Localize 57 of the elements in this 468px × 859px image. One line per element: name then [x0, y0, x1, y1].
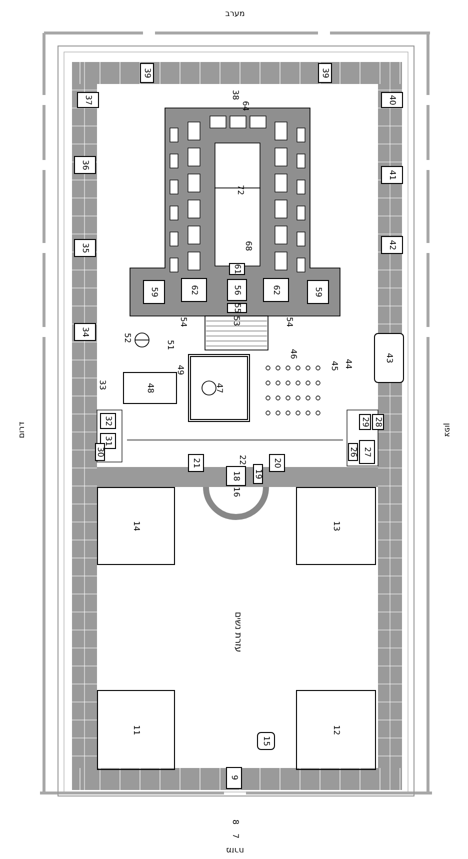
numbered-chamber: 19	[253, 464, 263, 484]
callout-number: 8	[231, 819, 239, 825]
gate-box: 15	[257, 732, 275, 750]
numbered-chamber: 21	[188, 454, 204, 472]
numbered-chamber: 20	[269, 454, 285, 472]
gate-box: 43	[374, 333, 404, 383]
callout-number: 33	[98, 380, 106, 390]
direction-label: דרום	[18, 422, 26, 438]
callout-number: 46	[289, 348, 297, 360]
numbered-chamber: 56	[227, 279, 247, 301]
numbered-chamber: 26	[348, 443, 358, 461]
numbered-room: 14	[97, 487, 175, 565]
callout-number: 22	[238, 454, 246, 466]
numbered-chamber: 29	[359, 414, 371, 430]
numbered-room: 13	[296, 487, 376, 565]
callout-number: 72	[236, 184, 244, 196]
callout-number: 49	[176, 364, 184, 376]
numbered-chamber: 34	[74, 323, 96, 341]
callout-number: 38	[231, 90, 239, 100]
callout-number: 54	[179, 316, 187, 328]
numbered-chamber: 9	[226, 767, 242, 789]
numbered-room: 47	[188, 354, 250, 422]
numbered-chamber: 35	[74, 239, 96, 257]
callout-number: 44	[344, 358, 352, 370]
numbered-chamber: 59	[143, 280, 165, 304]
numbered-chamber: 18	[226, 466, 246, 486]
callout-number: 64	[241, 100, 249, 112]
numbered-chamber: 39	[318, 63, 332, 83]
direction-label: מערב	[225, 10, 245, 18]
numbered-chamber: 62	[263, 278, 289, 302]
numbered-chamber: 41	[381, 166, 403, 184]
callout-number: 52	[123, 332, 131, 344]
numbered-chamber: 39	[140, 63, 154, 83]
direction-label: מזרח	[226, 846, 244, 854]
numbered-chamber: 36	[74, 156, 96, 174]
callout-number: 54	[285, 316, 293, 328]
numbered-room: 11	[97, 690, 175, 770]
callout-number: 53	[232, 316, 240, 326]
numbered-chamber: 30	[95, 443, 105, 461]
callout-number: 16	[232, 486, 240, 498]
direction-label: צפון	[443, 422, 451, 438]
area-label: עזרת נשים	[232, 612, 242, 652]
numbered-chamber: 32	[100, 413, 116, 429]
numbered-chamber: 59	[307, 280, 329, 304]
numbered-room: 12	[296, 690, 376, 770]
numbered-chamber: 37	[77, 92, 99, 108]
callout-number: 68	[244, 240, 252, 252]
numbered-chamber: 40	[381, 92, 403, 108]
numbered-chamber: 42	[381, 236, 403, 254]
numbered-chamber: 27	[359, 440, 375, 464]
numbered-chamber: 28	[372, 414, 384, 430]
numbered-room: 48	[123, 372, 177, 404]
numbered-chamber: 62	[181, 278, 207, 302]
callout-number: 45	[330, 360, 338, 372]
callout-number: 51	[166, 340, 174, 350]
numbered-chamber: 61	[229, 263, 245, 275]
callout-number: 7	[231, 833, 239, 839]
